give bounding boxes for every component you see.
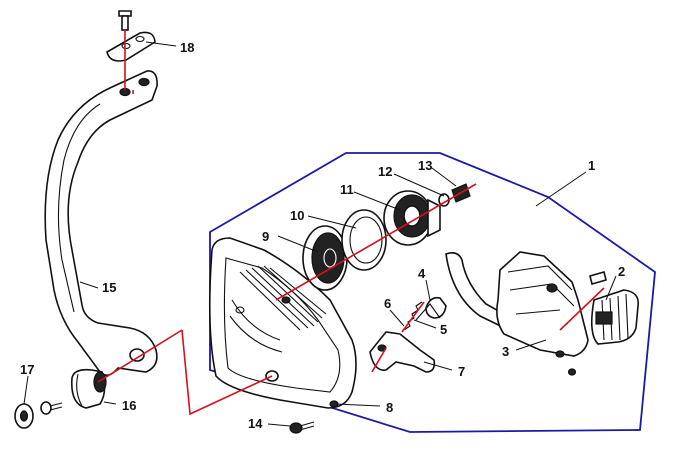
part-2-elastic-block — [589, 271, 640, 345]
label-part-7: 7 — [458, 364, 465, 379]
label-part-13: 13 — [418, 158, 432, 173]
label-part-9: 9 — [262, 229, 269, 244]
label-part-5: 5 — [440, 322, 447, 337]
label-part-11: 11 — [340, 182, 354, 197]
label-part-14: 14 — [248, 416, 263, 431]
label-part-18: 18 — [180, 40, 194, 55]
part-16-buffer — [70, 368, 107, 409]
part-labels: 1 2 3 4 5 6 7 8 9 10 11 12 13 14 15 16 1… — [20, 40, 625, 431]
label-part-16: 16 — [122, 398, 136, 413]
label-part-3: 3 — [502, 344, 509, 359]
part-14-screw — [289, 421, 315, 434]
leader-lines — [23, 41, 617, 427]
label-part-6: 6 — [384, 296, 391, 311]
part-7-pawl — [369, 331, 436, 373]
part-11-pulley — [383, 190, 441, 246]
label-part-8: 8 — [386, 400, 393, 415]
part-18-plate — [106, 10, 156, 62]
label-part-15: 15 — [102, 280, 116, 295]
part-1-housing — [496, 251, 589, 376]
part-8-sprocket-cover — [208, 237, 357, 409]
part-17-washer — [14, 401, 63, 429]
label-part-10: 10 — [290, 208, 304, 223]
label-part-12: 12 — [378, 164, 392, 179]
part-4-spring-clip — [415, 296, 447, 321]
label-part-2: 2 — [618, 264, 625, 279]
part-15-handle-bar — [44, 70, 158, 376]
label-part-4: 4 — [418, 266, 426, 281]
assembly-axis-lines — [97, 30, 605, 416]
label-part-1: 1 — [588, 158, 595, 173]
label-part-17: 17 — [20, 362, 34, 377]
